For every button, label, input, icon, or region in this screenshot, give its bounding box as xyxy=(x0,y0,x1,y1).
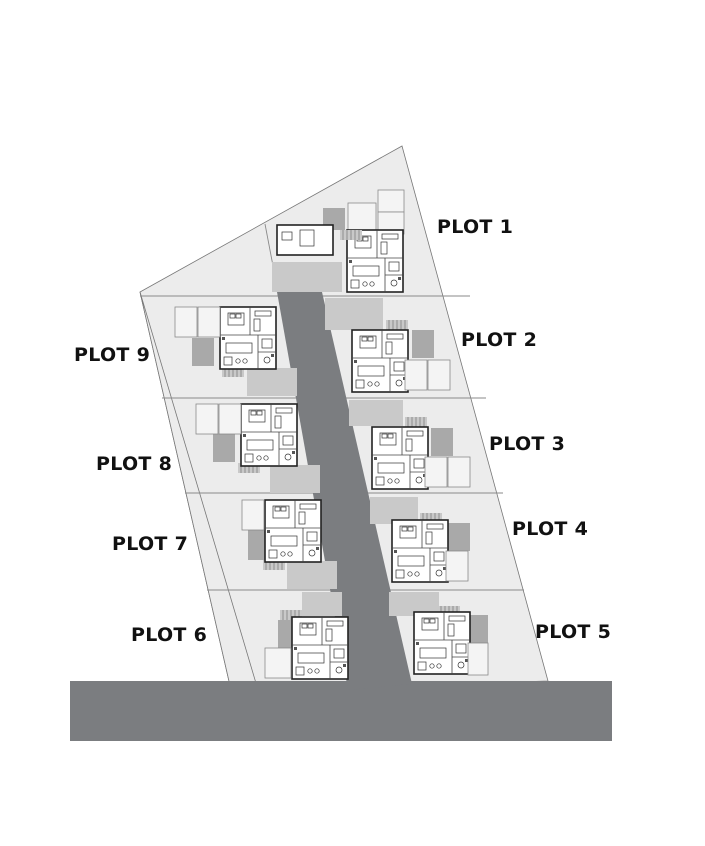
plot-9-house xyxy=(174,306,277,378)
driveways xyxy=(247,262,439,616)
plot-label-6: PLOT 6 xyxy=(131,624,207,646)
plot-8-house xyxy=(195,403,298,474)
plot-labels: PLOT 1 PLOT 2 PLOT 3 PLOT 4 PLOT 5 PLOT … xyxy=(74,216,611,646)
plot-label-3: PLOT 3 xyxy=(489,433,565,455)
plot-3-house xyxy=(371,416,471,490)
plot-label-7: PLOT 7 xyxy=(112,533,188,555)
plot-7-house xyxy=(241,499,322,571)
plot-5-house xyxy=(413,605,489,676)
plot-label-2: PLOT 2 xyxy=(461,329,537,351)
plot-1-house xyxy=(276,189,405,293)
plot-label-1: PLOT 1 xyxy=(437,216,513,238)
plot-label-4: PLOT 4 xyxy=(512,518,588,540)
plot-label-5: PLOT 5 xyxy=(535,621,611,643)
plot-label-9: PLOT 9 xyxy=(74,344,150,366)
plot-4-house xyxy=(391,512,470,583)
plot-2-house xyxy=(351,319,451,393)
access-lane xyxy=(277,292,412,690)
plot-6-house xyxy=(264,609,349,680)
main-road xyxy=(70,681,612,741)
plot-label-8: PLOT 8 xyxy=(96,453,172,475)
